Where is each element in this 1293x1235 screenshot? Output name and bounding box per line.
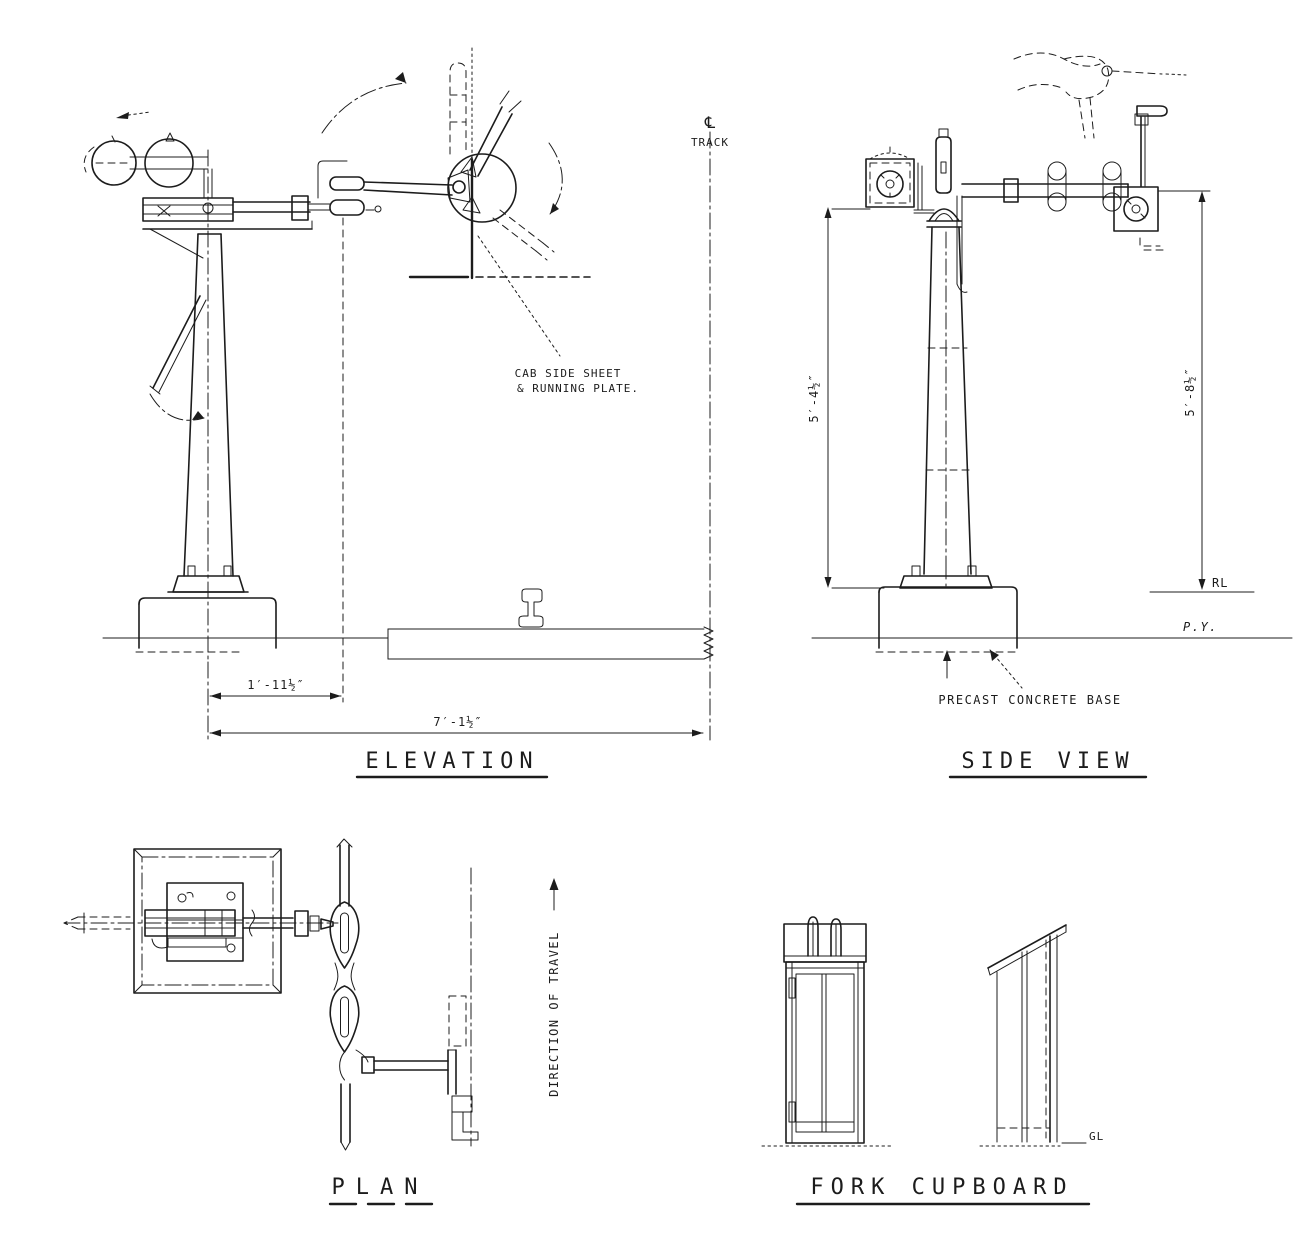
foundation-and-ground [102,597,714,660]
side-view: PRECAST CONCRETE BASE P.Y. 5′-4½″ RL 5′-… [807,52,1293,779]
direction-of-travel: DIRECTION OF TRAVEL [547,878,561,1097]
cab-note-line1: CAB SIDE SHEET [515,367,622,380]
fork-cupboard-title: FORK CUPBOARD [810,1175,1073,1200]
plan-running-plate-edge [447,867,479,1147]
side-gearbox-right [1113,186,1167,251]
side-gearbox-left [865,146,935,214]
track-label: TRACK [691,136,729,149]
precast-base-note: PRECAST CONCRETE BASE [938,693,1121,707]
track-centerline: ℄ TRACK [691,113,729,741]
cab-note-line2: & RUNNING PLATE. [517,382,639,395]
rail-level-label: RL [1212,576,1228,590]
dim-post-to-cab: 1′-11½″ [247,678,305,692]
token-post [149,149,249,663]
ground-level-label: GL [1089,1130,1104,1143]
cupboard-front [761,916,895,1147]
elevation-title: ELEVATION [365,749,538,774]
plan-operating-shaft [63,909,339,949]
elevation-dimensions: 1′-11½″ 7′-1½″ [207,217,704,741]
guide-wheel-brackets [1047,161,1122,212]
centerline-symbol: ℄ [704,113,716,132]
plan-view: DIRECTION OF TRAVEL PLAN [63,838,561,1206]
rail-section [518,588,544,628]
py-label: P.Y. [1183,620,1218,634]
elevation-view: CAB SIDE SHEET & RUNNING PLATE. ℄ TRACK [83,47,729,779]
fork-cupboard-view: GL FORK CUPBOARD [761,916,1104,1206]
crank-handle [1134,105,1168,187]
token-hoop-rings [83,111,209,188]
side-dimensions: 5′-4½″ RL 5′-8½″ [807,190,1255,593]
side-arm-and-fork [961,52,1187,251]
dim-height-right: 5′-8½″ [1183,367,1197,416]
cupboard-side: GL [979,924,1104,1147]
exchange-arm [142,72,453,259]
catcher-fork-wheel [447,62,563,261]
plan-title: PLAN [332,1175,429,1200]
dim-height-left: 5′-4½″ [807,373,821,422]
direction-of-travel-label: DIRECTION OF TRAVEL [547,931,561,1097]
side-post [923,128,972,575]
plan-arm [329,838,449,1151]
side-view-title: SIDE VIEW [961,749,1134,774]
fork-raised-dashed [1013,52,1187,139]
plan-base-plate [133,848,282,994]
cab-side-sheet: CAB SIDE SHEET & RUNNING PLATE. [408,47,639,395]
side-foundation: PRECAST CONCRETE BASE P.Y. [811,559,1293,707]
dim-post-to-track: 7′-1½″ [433,715,482,729]
